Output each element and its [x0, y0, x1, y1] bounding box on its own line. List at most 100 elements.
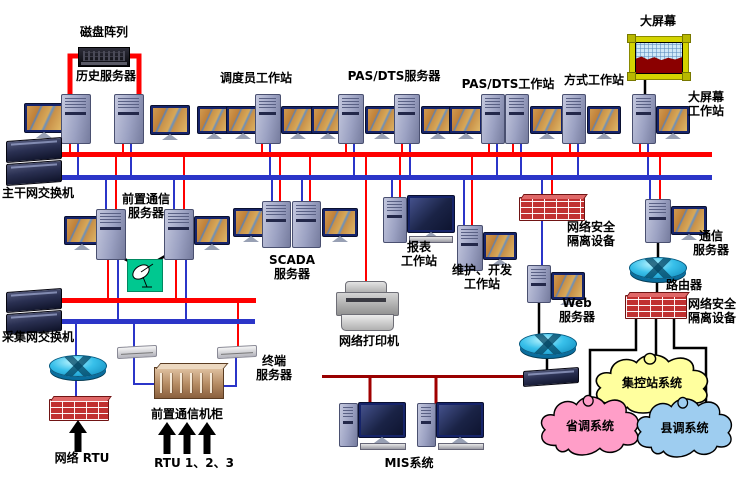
mis-pc-keyboard-2	[438, 443, 484, 450]
mis-switch	[523, 367, 579, 387]
network-printer-device	[336, 281, 400, 333]
monitor-screen	[314, 109, 342, 131]
satellite-dish-drawing	[132, 263, 154, 288]
history-server-tower-1	[61, 94, 91, 144]
monitor-screen	[153, 108, 187, 132]
label-front-comm-server: 前置通信 服务器	[121, 192, 170, 221]
label-firewall-upper: 网络安全 隔离设备	[566, 220, 615, 249]
dispatcher-monitor-2	[226, 106, 260, 134]
label-big-screen-ws: 大屏幕 工作站	[688, 90, 725, 119]
monitor-screen	[27, 106, 61, 130]
dispatcher-server-tower	[255, 94, 281, 144]
report-ws-keyboard	[409, 236, 453, 243]
monitor-screen	[410, 198, 452, 230]
front-comm-cabinet-device	[154, 367, 224, 399]
monitor-screen	[325, 211, 355, 234]
label-history-server: 历史服务器	[75, 69, 136, 83]
history-monitor-2	[150, 105, 190, 135]
pasdts-ws-monitor-2	[530, 106, 564, 134]
backbone-switch-1	[6, 137, 62, 163]
mis-pc-monitor-2	[436, 402, 484, 438]
comm-server-monitor	[671, 206, 707, 235]
label-backbone-switch: 主干网交换机	[2, 186, 75, 200]
arrow-up-rtu-2	[178, 422, 196, 454]
monitor-screen	[284, 109, 312, 131]
label-scada-server: SCADA 服务器	[269, 253, 315, 282]
mis-pc-tower-2	[417, 403, 436, 447]
mis-pc-monitor-1	[358, 402, 406, 438]
monitor-screen	[439, 405, 481, 435]
label-terminal-server: 终端 服务器	[255, 354, 292, 383]
label-report-ws: 报表 工作站	[400, 240, 437, 269]
front-comm-monitor-1	[64, 216, 100, 245]
monitor-screen	[229, 109, 257, 131]
scada-server-tower-2	[292, 201, 321, 248]
big-screen-corner	[627, 72, 636, 81]
printer-body	[336, 292, 399, 316]
label-collect-switch: 采集网交换机	[2, 330, 75, 344]
web-server-tower	[527, 265, 551, 303]
pasdts-ws-tower-1	[481, 94, 505, 144]
arrow-up-rtu-1	[158, 422, 176, 454]
scada-server-tower-1	[262, 201, 291, 248]
monitor-screen	[67, 219, 97, 242]
pasdts-server-tower-2	[394, 94, 420, 144]
monitor-screen	[424, 109, 452, 131]
bus-collect-blue	[45, 319, 255, 324]
monitor-screen	[200, 109, 228, 131]
collect-switch-1	[6, 288, 62, 313]
label-front-comm-cabinet: 前置通信机柜	[150, 407, 223, 421]
report-ws-monitor	[407, 195, 455, 233]
big-screen-ws-tower	[632, 94, 656, 144]
pasdts-ws-monitor-1	[449, 106, 483, 134]
mis-pc-tower-1	[339, 403, 358, 447]
history-monitor-1	[24, 103, 64, 133]
big-screen-image	[636, 43, 682, 73]
label-rtu-123: RTU 1、2、3	[154, 456, 234, 470]
history-server-tower-2	[114, 94, 144, 144]
arrow-up-network-rtu	[69, 420, 87, 452]
scada-monitor-2	[322, 208, 358, 237]
cloud-county-label: 县调系统	[660, 421, 709, 435]
big-screen-corner	[627, 34, 636, 43]
disk-array-device	[78, 47, 130, 67]
label-disk-array: 磁盘阵列	[79, 25, 128, 39]
pasdts-server-monitor-1	[365, 106, 399, 134]
big-screen-corner	[682, 72, 691, 81]
monitor-screen	[368, 109, 396, 131]
arrow-up-rtu-3	[198, 422, 216, 454]
router-right	[629, 257, 687, 279]
monitor-screen	[486, 235, 514, 257]
label-dispatcher-ws: 调度员工作站	[219, 71, 292, 85]
mode-ws-monitor	[587, 106, 621, 134]
monitor-screen	[361, 405, 403, 435]
firewall-rtu	[49, 399, 109, 421]
bus-mis-lan	[322, 375, 524, 378]
cloud-central-label: 集控站系统	[621, 376, 682, 390]
monitor-screen	[452, 109, 480, 131]
firewall-upper	[519, 197, 585, 221]
label-web-server: Web 服务器	[558, 296, 595, 325]
dispatcher-monitor-1	[197, 106, 231, 134]
label-router-right: 路由器	[666, 278, 703, 292]
label-pasdts-ws: PAS/DTS工作站	[461, 77, 555, 91]
monitor-screen	[590, 109, 618, 131]
bus-lan-b-blue	[52, 175, 712, 180]
cloud-county: 县调系统	[632, 394, 737, 460]
label-mis-system: MIS系统	[384, 456, 434, 470]
mis-pc-keyboard-1	[360, 443, 406, 450]
backbone-switch-2	[6, 160, 62, 186]
bus-lan-a-red	[46, 152, 712, 157]
label-maint-dev-ws: 维护、开发 工作站	[451, 263, 512, 292]
cloud-province-label: 省调系统	[565, 419, 614, 433]
monitor-screen	[674, 209, 704, 232]
dispatcher-monitor-3	[281, 106, 315, 134]
mode-ws-tower	[562, 94, 586, 144]
pasdts-ws-tower-2	[505, 94, 529, 144]
report-ws-tower	[383, 197, 407, 243]
bus-collect-red	[40, 298, 256, 303]
monitor-screen	[659, 109, 687, 131]
label-big-screen: 大屏幕	[639, 14, 676, 28]
comm-server-tower	[645, 199, 671, 243]
